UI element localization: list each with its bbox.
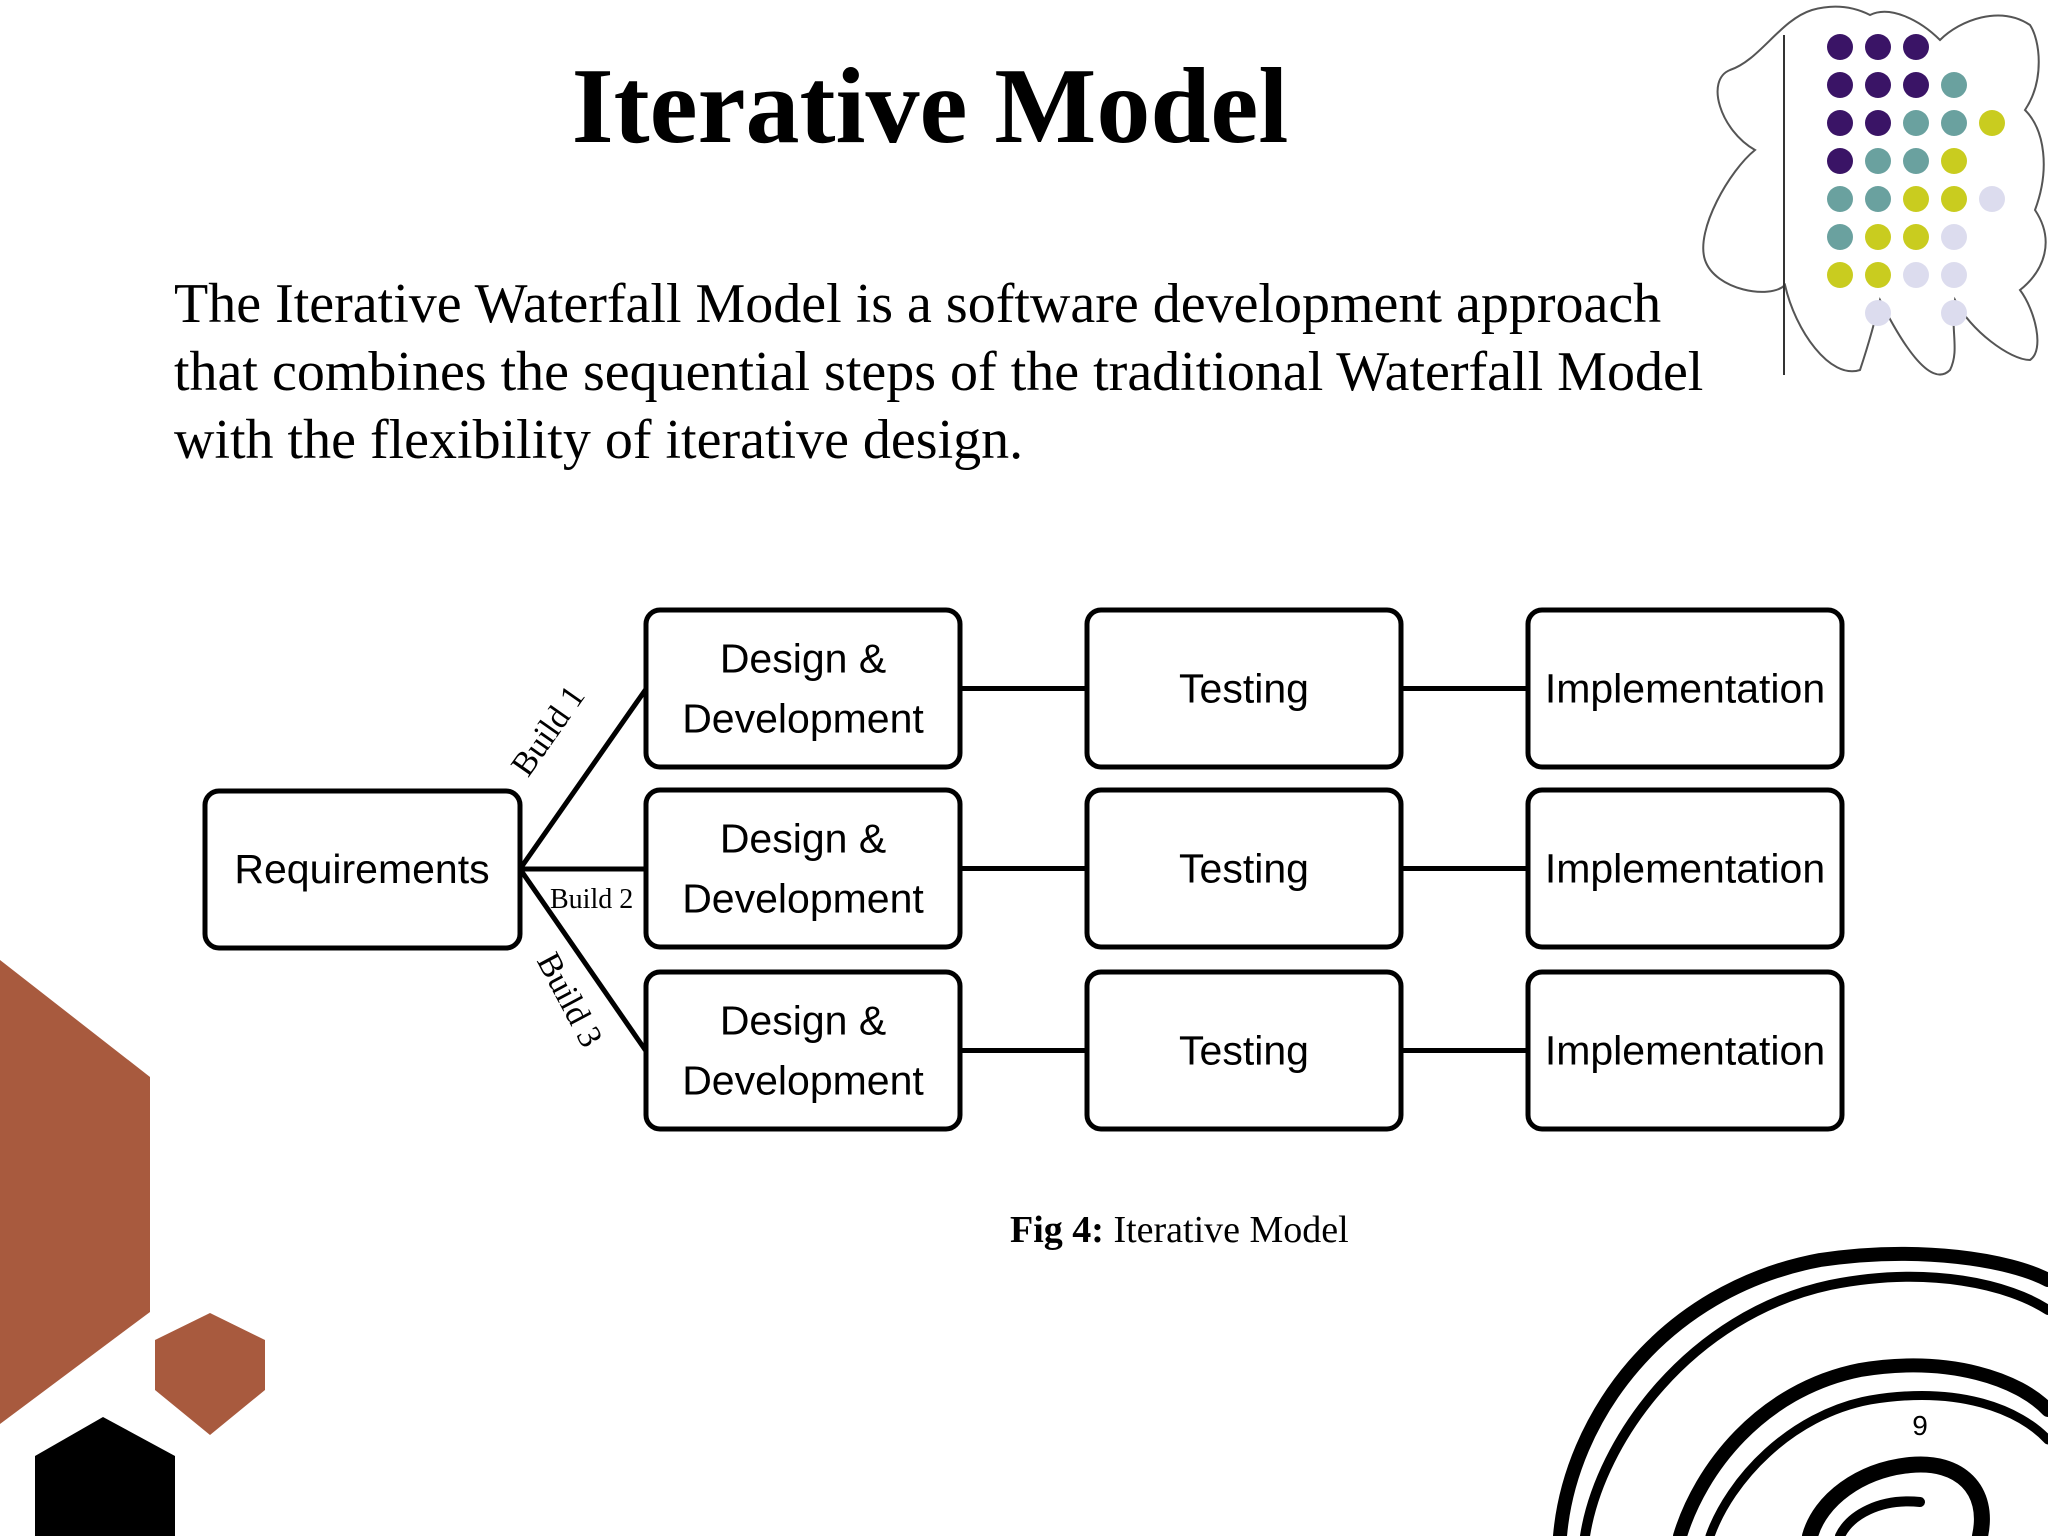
swirl-decoration — [1553, 1246, 2048, 1536]
design-development-label: Development — [682, 1058, 924, 1104]
decorative-dot — [1903, 34, 1929, 60]
decorative-dot — [1941, 72, 1967, 98]
decorative-dot — [1903, 148, 1929, 174]
implementation-box: Implementation — [1525, 607, 1845, 770]
build-3-branch — [517, 867, 649, 1053]
requirements-label: Requirements — [234, 846, 489, 892]
decorative-dot — [1979, 186, 2005, 212]
intro-paragraph: The Iterative Waterfall Model is a softw… — [174, 273, 1704, 471]
build-2-label: Build 2 — [550, 884, 633, 915]
decorative-dot — [1827, 224, 1853, 250]
decorative-dot — [1903, 262, 1929, 288]
implementation-label: Implementation — [1545, 666, 1825, 712]
small-hexagon — [155, 1313, 265, 1435]
design-development-label: Development — [682, 876, 924, 922]
decorative-dot — [1865, 262, 1891, 288]
design-development-label: Design & — [720, 636, 886, 682]
decorative-dot — [1865, 34, 1891, 60]
decorative-dot — [1903, 224, 1929, 250]
testing-label: Testing — [1179, 1028, 1309, 1074]
implementation-box: Implementation — [1525, 787, 1845, 950]
testing-label: Testing — [1179, 666, 1309, 712]
build-3-row: Design & Development Testing Implementation — [643, 969, 1845, 1132]
decorative-dot — [1903, 110, 1929, 136]
testing-box: Testing — [1084, 969, 1404, 1132]
decorative-dot — [1903, 72, 1929, 98]
build-1-branch — [517, 687, 649, 871]
decorative-dot — [1827, 186, 1853, 212]
decorative-dot — [1941, 110, 1967, 136]
decorative-dot — [1865, 224, 1891, 250]
implementation-box: Implementation — [1525, 969, 1845, 1132]
design-development-label: Development — [682, 696, 924, 742]
decorative-dot — [1827, 262, 1853, 288]
decorative-dot — [1903, 186, 1929, 212]
decorative-dot — [1941, 186, 1967, 212]
build-2-row: Design & Development Testing Implementation — [643, 787, 1845, 950]
design-development-label: Design & — [720, 816, 886, 862]
black-hexagon — [35, 1417, 175, 1536]
build-1-row: Design & Development Testing Implementation — [643, 607, 1845, 770]
dot-grid-decoration — [1702, 5, 2047, 376]
swirl-strokes — [1553, 1246, 2048, 1536]
build-1-label: Build 1 — [504, 679, 592, 783]
design-development-label: Design & — [720, 998, 886, 1044]
decorative-dot — [1941, 262, 1967, 288]
decorative-dot — [1865, 148, 1891, 174]
figure-caption-prefix: Fig 4: — [1010, 1209, 1104, 1251]
implementation-label: Implementation — [1545, 846, 1825, 892]
decorative-dot — [1827, 110, 1853, 136]
decorative-dot — [1979, 110, 2005, 136]
dot-grid — [1827, 34, 2005, 326]
decorative-dot — [1865, 300, 1891, 326]
testing-label: Testing — [1179, 846, 1309, 892]
decorative-dot — [1941, 300, 1967, 326]
decorative-dot — [1865, 186, 1891, 212]
design-development-box: Design & Development — [643, 787, 963, 950]
testing-box: Testing — [1084, 787, 1404, 950]
build-3-label: Build 3 — [529, 947, 609, 1054]
decorative-dot — [1865, 72, 1891, 98]
design-development-box: Design & Development — [643, 607, 963, 770]
figure-caption-text: Iterative Model — [1113, 1209, 1349, 1251]
large-hexagon — [0, 960, 150, 1424]
decorative-dot — [1827, 72, 1853, 98]
figure-caption: Fig 4: Iterative Model — [1010, 1208, 1349, 1252]
hexagon-decoration — [0, 960, 265, 1536]
decorative-dot — [1941, 148, 1967, 174]
page-number: 9 — [1912, 1410, 1928, 1441]
decorative-dot — [1865, 110, 1891, 136]
requirements-box: Requirements — [202, 788, 523, 951]
design-development-box: Design & Development — [643, 969, 963, 1132]
decorative-dot — [1827, 34, 1853, 60]
diagram-connectors — [517, 687, 649, 1053]
testing-box: Testing — [1084, 607, 1404, 770]
slide-title: Iterative Model — [571, 47, 1289, 166]
decorative-dot — [1941, 224, 1967, 250]
decorative-dot — [1827, 148, 1853, 174]
implementation-label: Implementation — [1545, 1028, 1825, 1074]
